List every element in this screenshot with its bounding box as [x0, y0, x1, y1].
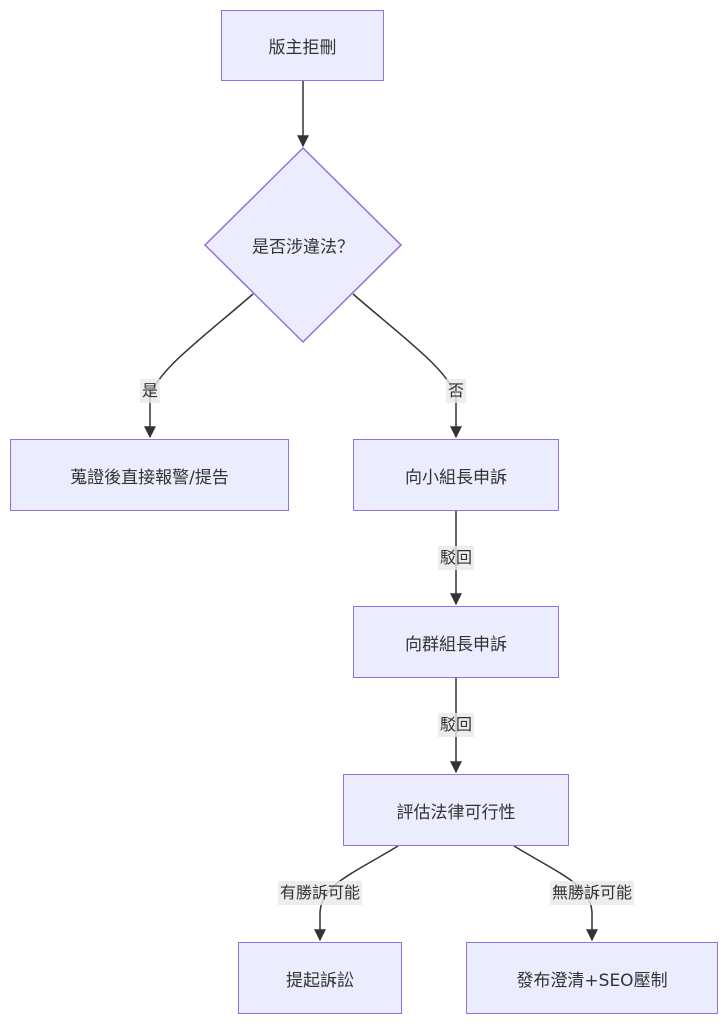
node-appeal-small: 向小組長申訴 [353, 439, 559, 511]
edge-label-reject2: 駁回 [437, 713, 475, 737]
edge-label-nowin: 無勝訴可能 [549, 881, 635, 905]
node-appeal-group: 向群組長申訴 [353, 606, 559, 678]
node-start: 版主拒刪 [221, 10, 384, 81]
edge-yes [144, 293, 254, 439]
decision-diamond [203, 146, 403, 344]
node-decision-label: 是否涉違法？ [252, 237, 354, 258]
edge-no [352, 293, 462, 439]
edge-label-reject1: 駁回 [437, 546, 475, 570]
edge-label-win: 有勝訴可能 [277, 881, 363, 905]
node-evaluate: 評估法律可行性 [343, 774, 569, 846]
node-lawsuit: 提起訴訟 [238, 942, 402, 1014]
node-clarify: 發布澄清+SEO壓制 [466, 942, 718, 1014]
node-report: 蒐證後直接報警/提告 [10, 439, 289, 511]
edge-label-yes: 是 [139, 379, 161, 403]
edge-label-no: 否 [445, 379, 467, 403]
